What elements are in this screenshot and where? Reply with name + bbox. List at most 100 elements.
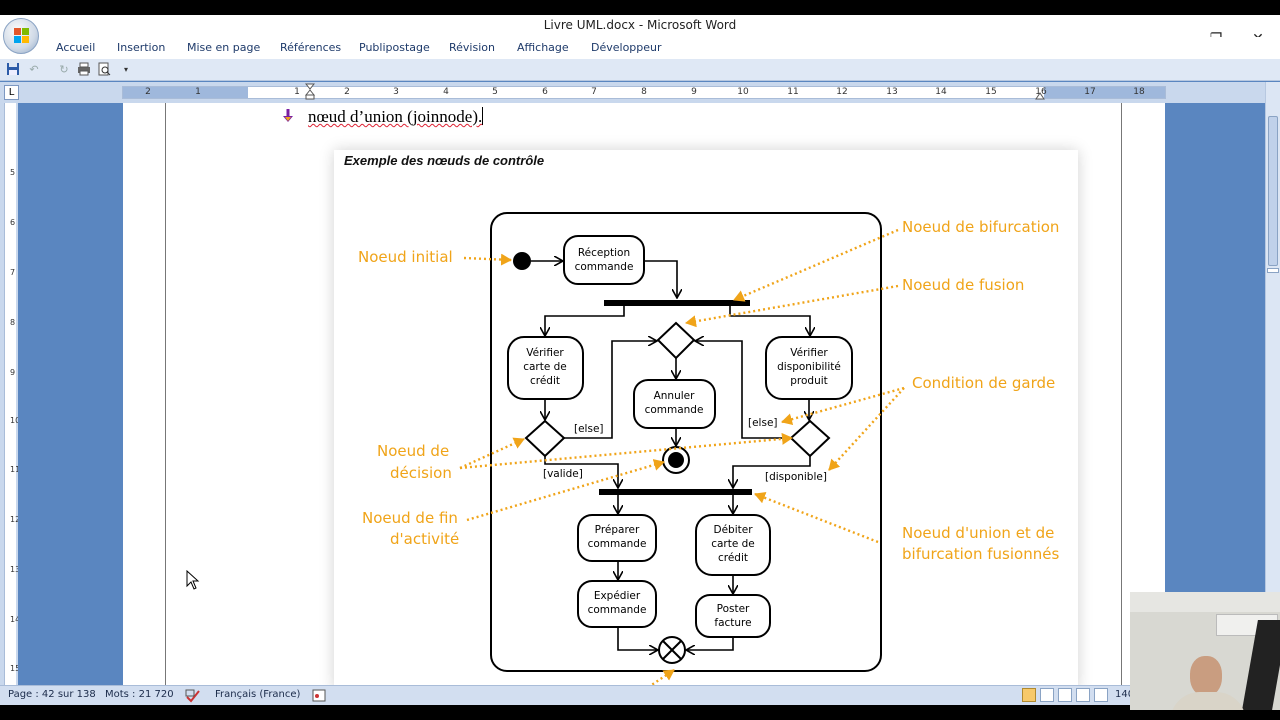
office-button[interactable]	[3, 18, 39, 54]
bullet-paragraph[interactable]: nœud d’union (joinnode).	[308, 107, 484, 127]
status-page[interactable]: Page : 42 sur 138	[8, 689, 96, 700]
document-area[interactable]: nœud d’union (joinnode). Réception comma…	[18, 103, 1265, 685]
status-language[interactable]: Français (France)	[215, 689, 301, 700]
ruler-number: 9	[691, 87, 697, 97]
node-text: facture	[714, 617, 751, 629]
macro-record-icon[interactable]	[312, 689, 326, 702]
text-cursor	[482, 107, 484, 125]
status-zoom[interactable]: 140	[1115, 689, 1135, 700]
node-text: commande	[588, 538, 647, 550]
tab-insertion[interactable]: Insertion	[117, 41, 166, 54]
guard-label: [else]	[748, 417, 778, 429]
customize-arrow-icon[interactable]: ▾	[123, 65, 128, 74]
node-text: commande	[645, 404, 704, 416]
vruler-number: 10	[10, 416, 21, 425]
quick-access-toolbar: ↶ ↻ ▾	[0, 59, 1280, 81]
annotation-decision-node: Noeud de	[377, 442, 449, 460]
diagram-figure[interactable]: Réception commande Vérifier carte de cré…	[334, 150, 1078, 685]
tab-accueil[interactable]: Accueil	[56, 41, 96, 54]
ruler-number: 1	[294, 87, 300, 97]
action-expedier-commande	[577, 580, 657, 628]
screen-bottom-bar	[0, 705, 1280, 720]
webcam-overlay	[1130, 592, 1280, 710]
indent-marker-icon[interactable]	[305, 83, 315, 101]
undo-icon[interactable]: ↶	[29, 63, 39, 76]
node-text: Vérifier	[790, 347, 828, 359]
vruler-number: 15	[10, 664, 21, 673]
node-text: Vérifier	[526, 347, 564, 359]
node-text: carte de	[711, 538, 755, 550]
tab-selector[interactable]: L	[4, 85, 19, 100]
tab-publipostage[interactable]: Publipostage	[359, 41, 430, 54]
scrollbar-thumb[interactable]	[1268, 116, 1278, 266]
guard-label: [else]	[574, 423, 604, 435]
vruler-number: 14	[10, 615, 21, 624]
horizontal-ruler-row: L 2 1 1 2 3 4 5 6 7 8 9 10 11 12 13 14 1…	[0, 82, 1280, 103]
vruler-number: 6	[10, 218, 16, 227]
ruler-number: 11	[787, 87, 799, 97]
web-layout-view-icon[interactable]	[1058, 688, 1072, 702]
node-text: Expédier	[594, 590, 641, 602]
annotation-final-node: Noeud de fin	[362, 509, 458, 527]
annotation-decision-node: décision	[390, 464, 452, 482]
vruler-number: 5	[10, 168, 16, 177]
vruler-number: 7	[10, 268, 16, 277]
tab-references[interactable]: Références	[280, 41, 342, 54]
draft-view-icon[interactable]	[1094, 688, 1108, 702]
ruler-number: 10	[737, 87, 749, 97]
outline-view-icon[interactable]	[1076, 688, 1090, 702]
guard-label: [disponible]	[765, 471, 827, 483]
ruler-number: 2	[145, 87, 151, 97]
horizontal-ruler[interactable]: 2 1 1 2 3 4 5 6 7 8 9 10 11 12 13 14 15 …	[122, 83, 1166, 101]
vertical-ruler-track: 5 6 7 8 9 10 11 12 13 14 15	[4, 103, 20, 685]
annotation-final-node: d'activité	[390, 530, 459, 548]
node-text: Préparer	[595, 524, 640, 536]
print-preview-icon[interactable]	[96, 62, 112, 77]
vruler-number: 12	[10, 515, 21, 524]
fork-bar	[604, 300, 750, 306]
vertical-scrollbar[interactable]	[1265, 82, 1280, 685]
title-bar: Livre UML.docx - Microsoft Word — ❐ ✕	[0, 15, 1280, 47]
full-screen-view-icon[interactable]	[1040, 688, 1054, 702]
vruler-number: 11	[10, 465, 21, 474]
left-text-boundary	[165, 103, 166, 685]
node-text: Poster	[717, 603, 750, 615]
ruler-number: 14	[935, 87, 947, 97]
right-indent-marker-icon[interactable]	[1035, 90, 1045, 100]
ruler-number: 7	[591, 87, 597, 97]
annotation-join-fork: Noeud d'union et de	[902, 524, 1054, 542]
redo-icon[interactable]: ↻	[59, 63, 69, 76]
ribbon-tabs: Accueil Insertion Mise en page Référence…	[0, 37, 1280, 59]
scroll-split-handle[interactable]	[1267, 268, 1279, 273]
tab-revision[interactable]: Révision	[449, 41, 495, 54]
window-title: Livre UML.docx - Microsoft Word	[543, 18, 737, 32]
print-icon[interactable]	[76, 62, 92, 77]
ruler-number: 1	[195, 87, 201, 97]
guard-label: [valide]	[543, 468, 583, 480]
node-text: Débiter	[713, 524, 753, 536]
action-annuler-commande	[633, 379, 716, 429]
status-bar: Page : 42 sur 138 Mots : 21 720 Français…	[0, 685, 1280, 705]
node-text: carte de	[523, 361, 567, 373]
activity-diagram: Réception commande Vérifier carte de cré…	[358, 212, 1059, 685]
ruler-number: 13	[886, 87, 898, 97]
person-head	[1190, 656, 1222, 696]
tab-mise-en-page[interactable]: Mise en page	[187, 41, 261, 54]
annotation-join-fork: bifurcation fusionnés	[902, 545, 1059, 563]
proofing-icon[interactable]	[185, 689, 201, 703]
tab-developpeur[interactable]: Développeur	[591, 41, 662, 54]
annotation-fork-node: Noeud de bifurcation	[902, 218, 1059, 236]
ruler-number: 4	[443, 87, 449, 97]
mouse-pointer-icon	[186, 570, 200, 590]
save-icon[interactable]	[5, 62, 21, 77]
view-buttons	[1022, 688, 1114, 703]
node-text: Réception	[578, 247, 630, 259]
ruler-number: 12	[836, 87, 848, 97]
status-words[interactable]: Mots : 21 720	[105, 689, 174, 700]
person-shoulders	[1170, 692, 1246, 710]
node-text: commande	[588, 604, 647, 616]
bullet-arrow-icon	[283, 109, 293, 122]
vertical-ruler[interactable]: 5 6 7 8 9 10 11 12 13 14 15	[0, 103, 20, 685]
print-layout-view-icon[interactable]	[1022, 688, 1036, 702]
tab-affichage[interactable]: Affichage	[517, 41, 569, 54]
